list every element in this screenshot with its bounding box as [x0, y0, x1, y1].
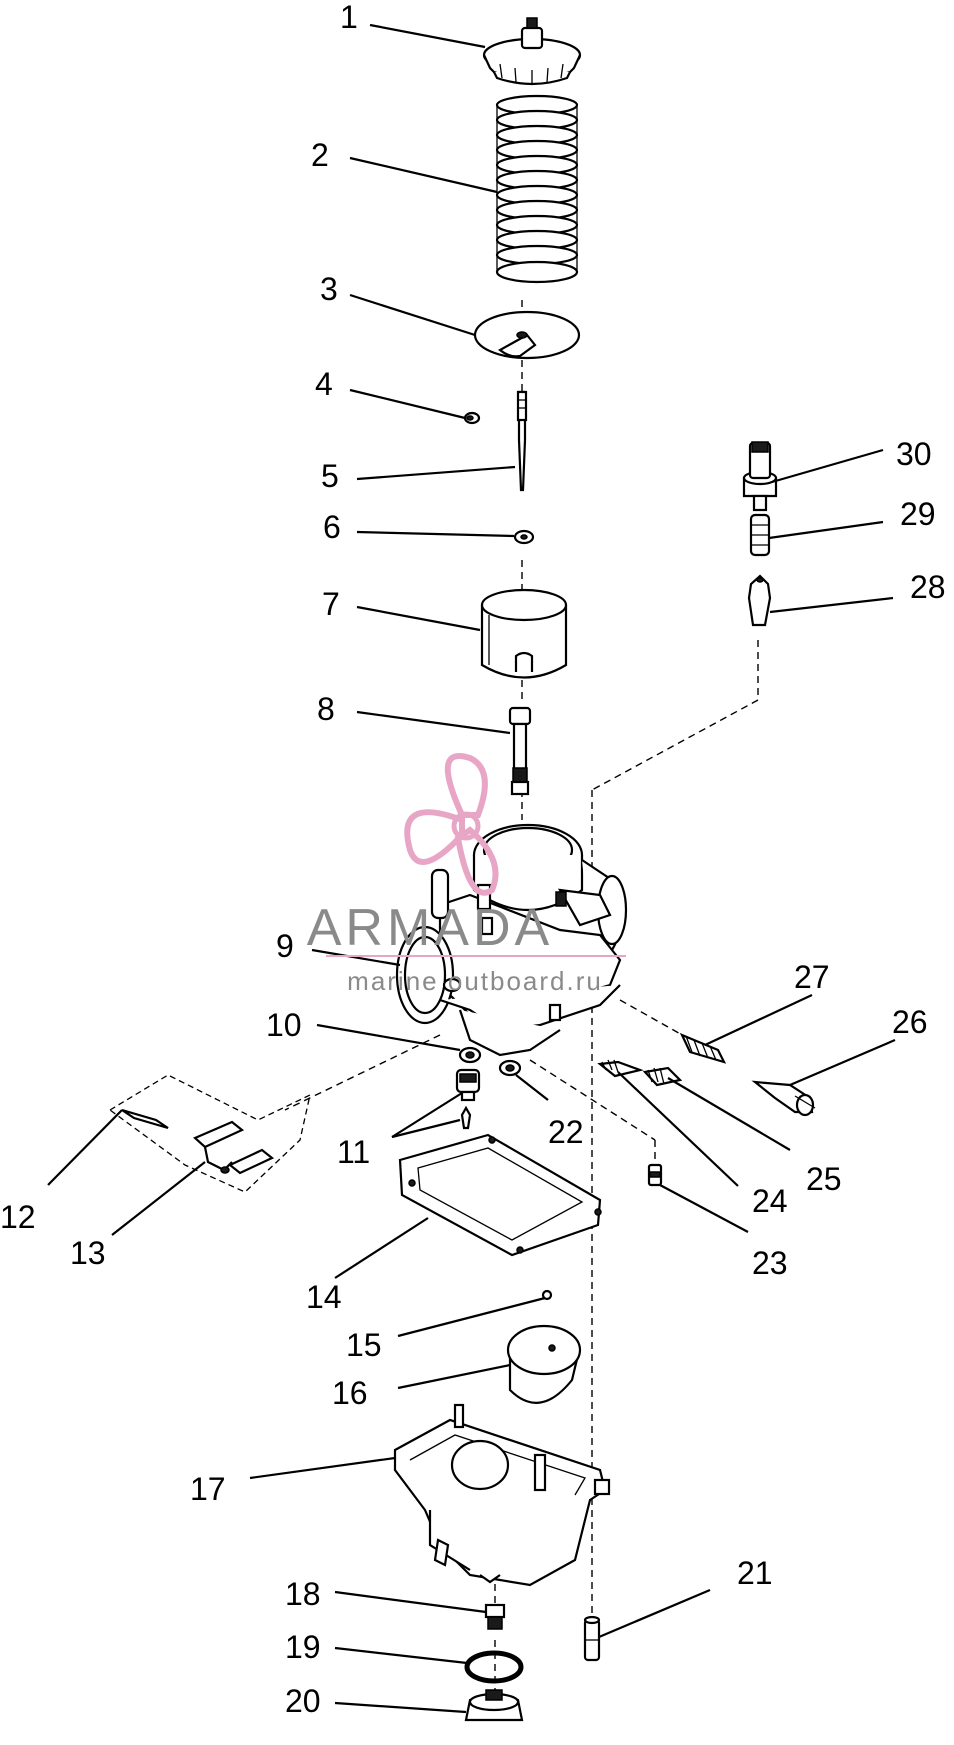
part-4-clip	[463, 411, 481, 425]
callout-22: 22	[548, 1114, 584, 1150]
part-18-main-jet	[484, 1603, 506, 1630]
callout-26: 26	[892, 1004, 928, 1040]
callout-9: 9	[276, 928, 294, 964]
callout-20: 20	[285, 1683, 321, 1719]
callout-17: 17	[190, 1471, 226, 1507]
callout-25: 25	[806, 1161, 842, 1197]
part-21-drain-screw	[583, 1615, 601, 1662]
part-10-washer	[458, 1046, 482, 1064]
part-29-adjuster-spring	[749, 513, 771, 557]
callout-12: 12	[0, 1199, 36, 1235]
part-7-throttle-valve	[480, 588, 568, 679]
part-24-air-screw	[597, 1059, 644, 1078]
part-5-jet-needle	[516, 390, 528, 492]
part-26-idle-screw	[751, 1080, 816, 1117]
part-22-washer	[498, 1059, 522, 1077]
propeller-logo	[404, 753, 499, 896]
callout-6: 6	[323, 509, 341, 545]
leader-lines	[47, 23, 896, 1714]
part-3-retainer-plate	[473, 310, 581, 360]
watermark-tagline: marine outboard.ru	[347, 966, 603, 996]
part-30-cable-adjuster	[742, 441, 778, 512]
callout-21: 21	[737, 1555, 773, 1591]
watermark-brand: ARMADA	[307, 899, 553, 957]
callout-24: 24	[752, 1183, 788, 1219]
part-15-float-pin	[541, 1289, 553, 1301]
part-11-needle-valve	[455, 1068, 481, 1130]
part-17-float-bowl	[393, 1403, 611, 1587]
part-8-needle-jet	[508, 706, 532, 796]
callout-23: 23	[752, 1245, 788, 1281]
part-28-cable-end	[747, 574, 772, 627]
part-16-float	[506, 1324, 582, 1404]
callout-27: 27	[794, 959, 830, 995]
callout-29: 29	[900, 496, 936, 532]
part-2-spring	[495, 94, 579, 284]
part-6-washer	[513, 529, 535, 545]
callout-8: 8	[317, 691, 335, 727]
callout-14: 14	[306, 1279, 342, 1315]
watermark: ARMADA marine outboard.ru	[307, 753, 626, 996]
part-14-gasket	[398, 1133, 602, 1257]
part-19-o-ring	[464, 1650, 524, 1684]
callout-7: 7	[322, 586, 340, 622]
callout-15: 15	[346, 1327, 382, 1363]
part-12-13-choke-assembly	[108, 1074, 311, 1193]
part-20-drain-plug	[464, 1689, 524, 1722]
callout-30: 30	[896, 436, 932, 472]
callout-numbers: 1 2 3 4 5 6 7 8 9 10 11 12 13 14 15 16 1…	[0, 0, 946, 1719]
callout-2: 2	[311, 137, 329, 173]
callout-11: 11	[337, 1134, 370, 1170]
callout-19: 19	[285, 1629, 321, 1665]
callout-28: 28	[910, 569, 946, 605]
callout-16: 16	[332, 1375, 368, 1411]
callout-18: 18	[285, 1576, 321, 1612]
callout-3: 3	[320, 271, 338, 307]
callout-5: 5	[321, 458, 339, 494]
part-1-cap	[482, 17, 582, 86]
callout-4: 4	[315, 366, 333, 402]
callout-13: 13	[70, 1235, 106, 1271]
callout-1: 1	[340, 0, 358, 35]
part-23-pilot-jet	[647, 1163, 663, 1187]
callout-10: 10	[266, 1007, 302, 1043]
